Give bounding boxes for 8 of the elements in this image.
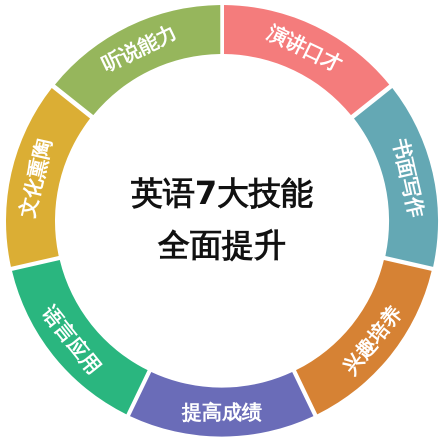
segment-label: 文化熏陶 [16,137,54,220]
segment-label: 听说能力 [98,22,180,75]
segment-label: 语言应用 [40,302,106,378]
diagram-title: 英语7大技能全面提升 [130,173,314,266]
segment-label: 兴趣培养 [338,302,404,378]
segment-label: 演讲口才 [264,22,346,75]
segment-label: 书面写作 [390,137,428,220]
segment-label: 提高成绩 [182,402,262,422]
